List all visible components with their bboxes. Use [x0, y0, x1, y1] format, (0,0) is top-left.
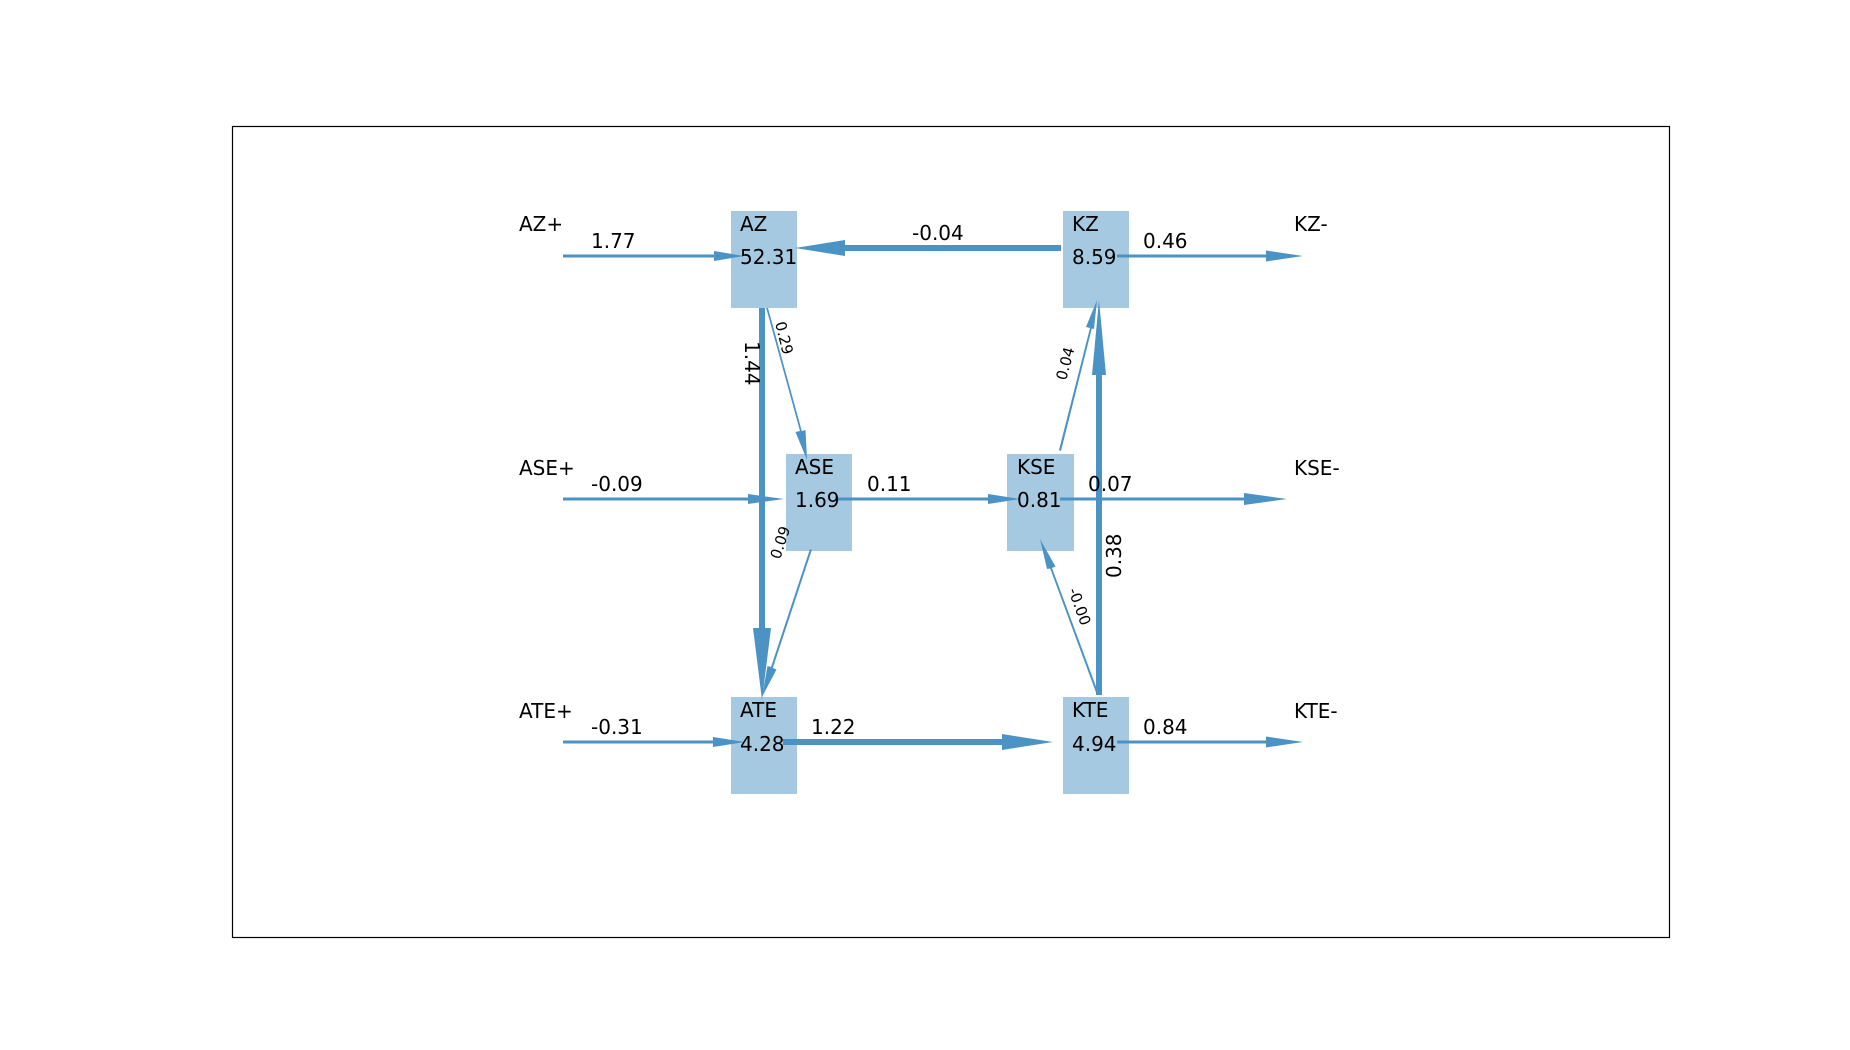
node-value-ase: 1.69	[795, 488, 840, 512]
arrow-az-to-ase	[766, 308, 807, 460]
arrow-kz-to-az	[795, 240, 1061, 256]
edge-label-kte-to-kte-minus: 0.84	[1143, 715, 1188, 739]
flow-arrows	[563, 240, 1303, 750]
arrow-ase-to-kse	[838, 494, 1020, 504]
node-value-kse: 0.81	[1017, 488, 1062, 512]
edge-label-kte-to-kz: 0.38	[1102, 533, 1126, 578]
edge-label-az-to-ate: 1.44	[740, 341, 764, 386]
arrow-ate-to-kte	[783, 734, 1053, 750]
node-value-kte: 4.94	[1072, 732, 1117, 756]
source-label-az-plus: AZ+	[519, 212, 563, 236]
edge-label-ate-plus-to-ate: -0.31	[591, 715, 643, 739]
edge-label-kse-to-kse-minus: 0.07	[1088, 472, 1133, 496]
edge-label-kz-to-kz-minus: 0.46	[1143, 229, 1188, 253]
arrow-kse-to-kse-minus	[1060, 493, 1287, 505]
node-box-ate	[731, 697, 797, 794]
edge-label-az-to-ase: 0.29	[771, 320, 797, 357]
edge-label-ase-to-kse: 0.11	[867, 472, 912, 496]
node-value-kz: 8.59	[1072, 245, 1117, 269]
edge-label-ase-plus-to-ase: -0.09	[591, 472, 643, 496]
edge-label-kte-to-kse: -0.00	[1064, 585, 1094, 628]
arrow-kse-to-kz	[1059, 300, 1097, 451]
arrow-kte-to-kte-minus	[1117, 736, 1303, 748]
source-label-ase-plus: ASE+	[519, 456, 575, 480]
node-box-kse	[1007, 454, 1074, 551]
plot-frame	[231, 125, 1671, 939]
node-name-ase: ASE	[795, 455, 834, 479]
node-name-ate: ATE	[740, 698, 777, 722]
arrow-ase-plus-to-ase	[563, 494, 784, 504]
edge-label-az-plus-to-az: 1.77	[591, 229, 636, 253]
node-box-kte	[1063, 697, 1129, 794]
arrow-kz-to-kz-minus	[1117, 250, 1303, 262]
node-name-kte: KTE	[1072, 698, 1108, 722]
node-value-az: 52.31	[740, 245, 797, 269]
arrow-ase-to-ate	[762, 549, 812, 697]
node-value-ate: 4.28	[740, 732, 785, 756]
sink-label-kse-minus: KSE-	[1294, 456, 1340, 480]
node-box-az	[731, 211, 797, 308]
node-box-ase	[786, 454, 852, 551]
arrow-az-plus-to-az	[563, 251, 744, 261]
arrow-az-to-ate	[753, 308, 771, 700]
node-name-az: AZ	[740, 212, 767, 236]
edge-label-kz-to-az: -0.04	[912, 221, 964, 245]
arrow-ate-plus-to-ate	[563, 737, 745, 747]
node-name-kz: KZ	[1072, 212, 1099, 236]
edge-label-ate-to-kte: 1.22	[811, 715, 856, 739]
sink-label-kte-minus: KTE-	[1294, 699, 1338, 723]
edge-label-kse-to-kz: 0.04	[1052, 345, 1078, 382]
node-box-kz	[1063, 211, 1129, 308]
arrow-kte-to-kse	[1040, 539, 1098, 693]
source-label-ate-plus: ATE+	[519, 699, 573, 723]
node-name-kse: KSE	[1017, 455, 1055, 479]
sink-label-kz-minus: KZ-	[1294, 212, 1328, 236]
